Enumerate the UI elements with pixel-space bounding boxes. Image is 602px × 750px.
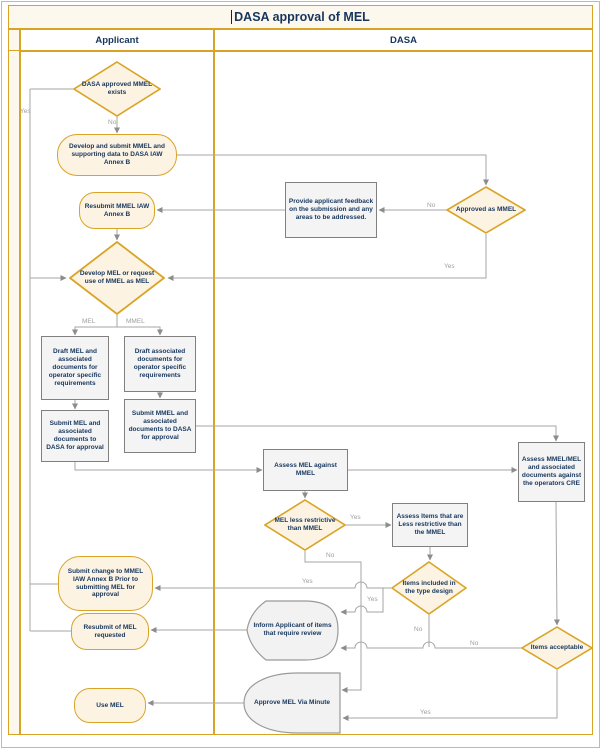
terminator-resubmit-mel-label: Resubmit of MEL requested	[83, 623, 137, 639]
process-assess-mel[interactable]: Assess MEL against MMEL	[263, 449, 348, 491]
decision-develop-mel-shape[interactable]	[69, 241, 165, 315]
connector-develop-submit-to-approved	[177, 154, 489, 186]
edge-label-no5: No	[470, 640, 479, 647]
shape-approve-mel-outline[interactable]	[243, 672, 341, 734]
connector-submit-mel-to-assess	[74, 462, 263, 473]
terminator-submit-change[interactable]: Submit change to MMEL IAW Annex B Prior …	[58, 556, 153, 611]
edge-label-yes2: Yes	[444, 263, 455, 270]
lane-header-dasa-label: DASA	[390, 34, 417, 46]
decision-items-acceptable-shape[interactable]	[521, 626, 593, 670]
connector-submit-mmel-to-assess-cre	[196, 425, 559, 442]
diagram-title-bar[interactable]: DASA approval of MEL	[8, 5, 593, 29]
terminator-use-mel-label: Use MEL	[96, 701, 124, 709]
edge-label-no1: No	[108, 119, 117, 126]
shape-inform-applicant-outline[interactable]	[246, 600, 339, 661]
decision-develop-mel-label: Develop MEL or request use of MMEL as ME…	[79, 270, 155, 285]
decision-approved-as-mmel-shape[interactable]	[446, 186, 526, 234]
edge-label-yes5: Yes	[367, 596, 378, 603]
decision-items-included-label: Items included in the type design	[402, 580, 456, 595]
decision-mmel-exists[interactable]: DASA approved MMEL exists	[73, 61, 161, 117]
edge-label-yes4: Yes	[302, 578, 313, 585]
edge-label-no4: No	[414, 626, 423, 633]
lane-header-applicant[interactable]: Applicant	[20, 29, 214, 51]
connector-less-restrictive-no-approve	[304, 551, 362, 693]
connector-branch-mel	[72, 315, 118, 336]
process-provide-feedback[interactable]: Provide applicant feedback on the submis…	[285, 182, 377, 238]
edge-label-mel: MEL	[82, 318, 96, 325]
shape-approve-mel-label: Approve MEL Via Minute	[254, 699, 330, 707]
process-assess-mmel-mel-label: Assess MMEL/MEL and associated documents…	[521, 456, 582, 487]
process-draft-mel-label: Draft MEL and associated documents for o…	[48, 348, 102, 387]
decision-items-included-shape[interactable]	[391, 561, 467, 615]
decision-items-acceptable-label: Items acceptable	[530, 644, 584, 652]
process-draft-assoc-label: Draft associated documents for operator …	[133, 348, 187, 379]
decision-approved-as-mmel-label: Approved as MMEL	[455, 206, 517, 214]
edge-label-mmel: MMEL	[126, 318, 145, 325]
process-submit-mmel[interactable]: Submit MMEL and associated documents to …	[124, 399, 196, 453]
connector-items-included-yes-submit-change	[154, 581, 391, 591]
shape-inform-applicant-label: Inform Applicant of items that require r…	[253, 622, 332, 637]
decision-mel-less-restrictive-label: MEL less restrictive than MMEL	[274, 517, 336, 532]
terminator-submit-change-label: Submit change to MMEL IAW Annex B Prior …	[67, 567, 144, 599]
process-submit-mel[interactable]: Submit MEL and associated documents to D…	[41, 410, 109, 462]
terminator-develop-submit-mmel[interactable]: Develop and submit MMEL and supporting d…	[57, 134, 177, 176]
left-band-header-cell	[8, 29, 20, 51]
connector-items-included-yes-inform	[340, 588, 384, 615]
connector-approved-yes-develop-mel	[167, 234, 487, 281]
edge-label-yes1: Yes	[20, 108, 31, 115]
terminator-develop-submit-mmel-label: Develop and submit MMEL and supporting d…	[69, 143, 165, 166]
text-cursor	[231, 10, 233, 24]
process-draft-mel[interactable]: Draft MEL and associated documents for o…	[41, 336, 109, 400]
decision-mel-less-restrictive[interactable]: MEL less restrictive than MMEL	[264, 499, 346, 551]
terminator-resubmit-mel[interactable]: Resubmit of MEL requested	[71, 613, 149, 650]
process-provide-feedback-label: Provide applicant feedback on the submis…	[288, 198, 374, 221]
process-assess-items[interactable]: Assess Items that are Less restrictive t…	[392, 503, 468, 547]
connector-items-acceptable-no-inform	[340, 641, 521, 651]
process-submit-mel-label: Submit MEL and associated documents to D…	[46, 420, 104, 451]
decision-items-acceptable[interactable]: Items acceptable	[521, 626, 593, 670]
edge-label-yes3: Yes	[350, 514, 361, 521]
decision-mel-less-restrictive-shape[interactable]	[264, 499, 346, 551]
process-assess-items-label: Assess Items that are Less restrictive t…	[396, 513, 464, 536]
decision-mmel-exists-label: DASA approved MMEL exists	[81, 81, 153, 96]
edge-label-no3: No	[326, 552, 335, 559]
decision-mmel-exists-shape[interactable]	[73, 61, 161, 117]
terminator-resubmit-mmel-label: Resubmit MMEL IAW Annex B	[84, 202, 150, 218]
connector-assess-cre-to-acceptable	[553, 501, 560, 626]
terminator-resubmit-mmel[interactable]: Resubmit MMEL IAW Annex B	[79, 192, 155, 229]
process-assess-mel-label: Assess MEL against MMEL	[274, 462, 337, 477]
lane-header-dasa[interactable]: DASA	[214, 29, 593, 51]
shape-approve-mel[interactable]: Approve MEL Via Minute	[243, 672, 341, 734]
process-assess-mmel-mel[interactable]: Assess MMEL/MEL and associated documents…	[518, 442, 585, 502]
process-draft-assoc[interactable]: Draft associated documents for operator …	[124, 336, 196, 392]
edge-label-yes6: Yes	[420, 709, 431, 716]
decision-develop-mel[interactable]: Develop MEL or request use of MMEL as ME…	[69, 241, 165, 315]
edge-label-no2: No	[427, 202, 436, 209]
terminator-use-mel[interactable]: Use MEL	[74, 688, 146, 723]
process-submit-mmel-label: Submit MMEL and associated documents to …	[128, 410, 192, 441]
shape-inform-applicant[interactable]: Inform Applicant of items that require r…	[245, 596, 340, 664]
connector-branch-mmel	[117, 326, 163, 336]
page-title: DASA approval of MEL	[234, 10, 370, 24]
decision-items-included[interactable]: Items included in the type design	[391, 561, 467, 615]
lane-header-applicant-label: Applicant	[95, 34, 139, 46]
decision-approved-as-mmel[interactable]: Approved as MMEL	[446, 186, 526, 234]
connector-items-acceptable-yes-approve	[342, 670, 558, 721]
